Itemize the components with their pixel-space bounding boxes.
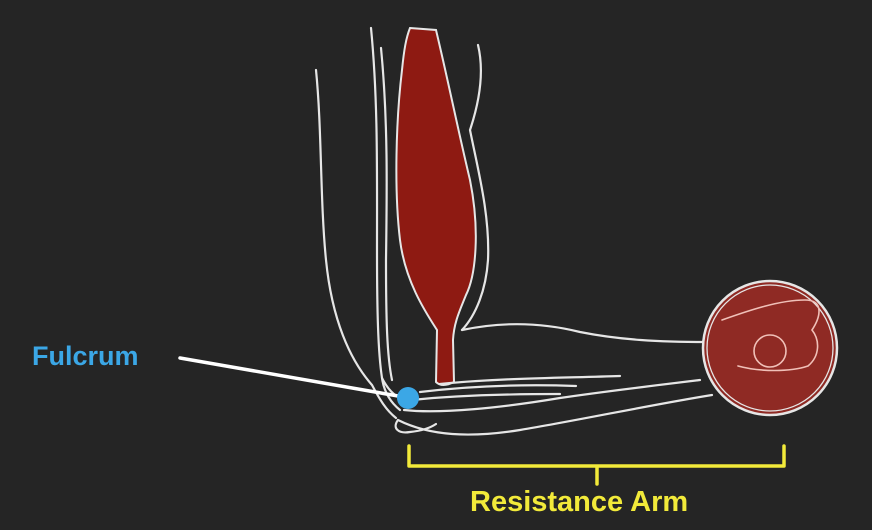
fulcrum-pointer-line <box>178 356 400 398</box>
forearm-outline <box>380 323 714 436</box>
fulcrum-label: Fulcrum <box>32 341 139 371</box>
weight <box>701 279 839 417</box>
resistance-arm-label: Resistance Arm <box>470 486 689 518</box>
biceps-muscle <box>395 26 477 386</box>
fulcrum-point <box>397 387 419 409</box>
upper-arm-outline <box>314 26 490 420</box>
resistance-arm-bracket <box>407 444 786 486</box>
